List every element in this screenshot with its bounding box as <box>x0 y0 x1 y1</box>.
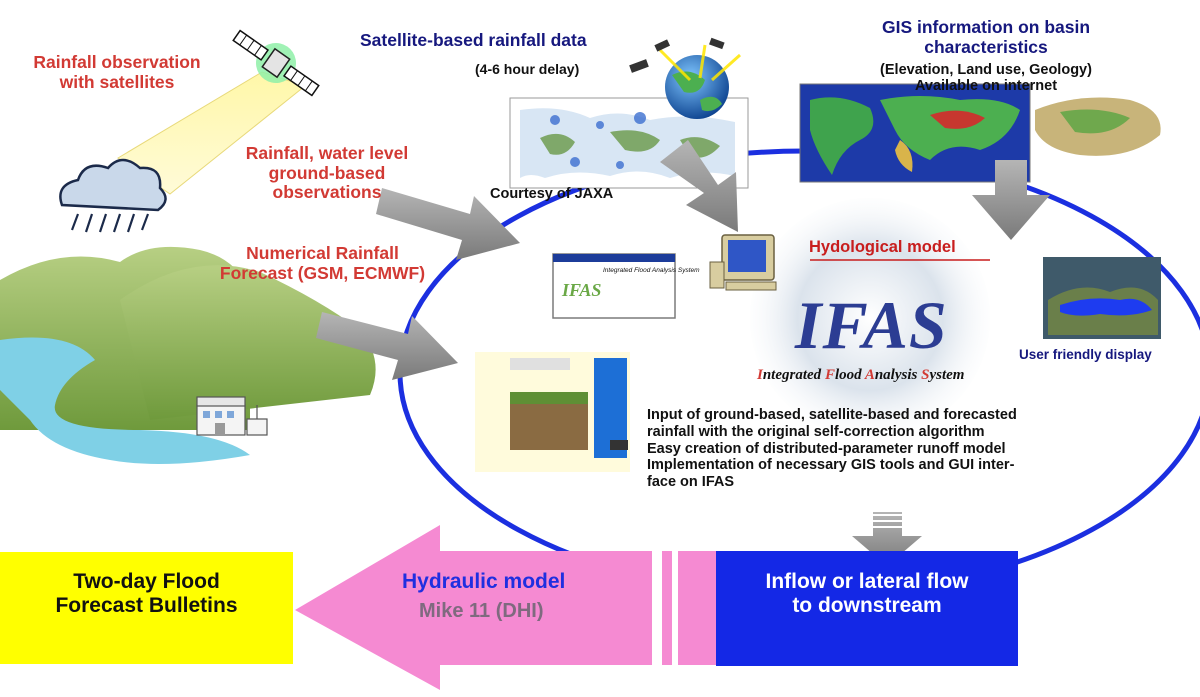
user-friendly-display-label: User friendly display <box>1019 347 1152 362</box>
cloud-rain-icon <box>59 158 167 233</box>
user-display-thumbnail <box>1043 257 1161 339</box>
numerical-forecast-label: Numerical Rainfall Forecast (GSM, ECMWF) <box>219 243 426 283</box>
ifas-window-title: Integrated Flood Analysis System <box>603 267 700 274</box>
gis-subtitle: (Elevation, Land use, Geology) Available… <box>880 62 1092 95</box>
inflow-label: Inflow or lateral flow to downstream <box>765 570 969 617</box>
gis-title: GIS information on basin characteristics <box>881 17 1091 57</box>
inflow-box <box>716 551 1018 666</box>
ifas-logo: IFAS <box>795 287 948 363</box>
ifas-window-logo: IFAS <box>562 280 602 300</box>
ifas-subtitle-initial: S <box>921 367 930 383</box>
ifas-subtitle-part: ntegrated <box>762 367 825 383</box>
river <box>0 337 250 464</box>
hydological-model-title: Hydological model <box>809 238 956 256</box>
bulletin-box <box>0 552 293 664</box>
feature-item: Implementation of necessary GIS tools an… <box>647 457 1015 474</box>
ifas-subtitle: Integrated Flood Analysis System <box>757 367 964 384</box>
mike11-label: Mike 11 (DHI) <box>419 600 544 622</box>
features-list: Input of ground-based, satellite-based a… <box>647 407 1017 491</box>
satellite-data-title: Satellite-based rainfall data <box>360 30 587 50</box>
ground-observations-label: Rainfall, water level ground-based obser… <box>245 143 409 203</box>
earth-background <box>750 198 990 438</box>
feature-item: Input of ground-based, satellite-based a… <box>647 407 1017 423</box>
runoff-model-thumbnail <box>475 352 630 472</box>
feature-item: Easy creation of distributed-parameter r… <box>647 440 1006 457</box>
rainfall-satellite-label: Rainfall observation with satellites <box>33 52 201 92</box>
ifas-subtitle-initial: I <box>757 367 763 383</box>
building-icon <box>196 396 268 436</box>
ifas-subtitle-part: nalysis <box>874 367 922 383</box>
ifas-subtitle-part: ystem <box>929 367 965 383</box>
globe-icon <box>629 37 741 119</box>
ifas-screenshot-window <box>552 253 676 319</box>
pink-arrow <box>295 525 720 690</box>
gis-world-map <box>799 83 1161 183</box>
hydraulic-model-label: Hydraulic model <box>402 570 566 593</box>
computer-icon <box>709 234 777 291</box>
feature-item: face on IFAS <box>647 474 735 491</box>
inflow-arrow-stripes <box>873 514 902 528</box>
satellite-delay-label: (4-6 hour delay) <box>475 61 580 77</box>
feature-item: rainfall with the original self-correcti… <box>647 423 985 440</box>
jaxa-credit: Courtesy of JAXA <box>490 186 614 202</box>
ifas-subtitle-initial: F <box>824 367 835 383</box>
ifas-subtitle-part: lood <box>834 367 865 383</box>
bulletin-label: Two-day Flood Forecast Bulletins <box>55 570 238 617</box>
ifas-subtitle-initial: A <box>864 367 875 383</box>
satellite-icon <box>232 29 320 97</box>
gray-arrows <box>316 140 1050 566</box>
landscape-hills <box>0 246 376 464</box>
